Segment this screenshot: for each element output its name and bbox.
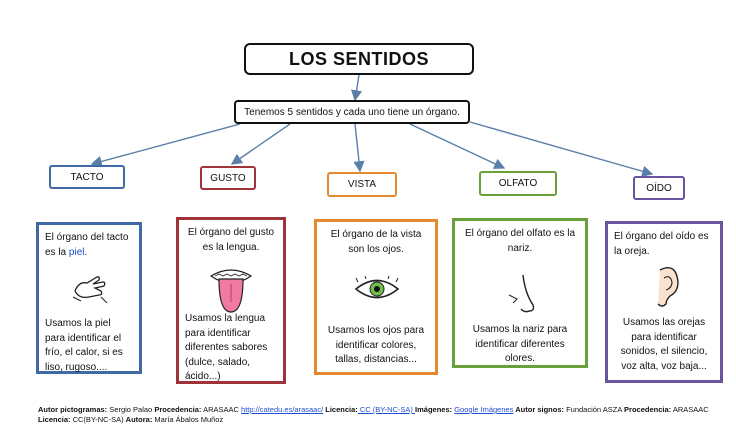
card-oido: El órgano del oído es la oreja. Usamos l… bbox=[605, 221, 723, 383]
ear-icon bbox=[657, 267, 679, 307]
organ-text-olfato: El órgano del olfato es la nariz. bbox=[464, 228, 576, 254]
usage-olfato: Usamos la nariz para identificar diferen… bbox=[472, 324, 568, 364]
card-vista: El órgano de la vista son los ojos. Usam… bbox=[314, 219, 438, 375]
arasaac-link[interactable]: http://catedu.es/arasaac/ bbox=[241, 405, 324, 414]
eye-icon bbox=[354, 276, 400, 299]
organ-text-gusto: El órgano del gusto es la lengua. bbox=[187, 227, 275, 253]
sense-label-tacto: TACTO bbox=[49, 165, 125, 189]
usage-oido: Usamos las orejas para identificar sonid… bbox=[620, 317, 708, 372]
highlight-piel: piel bbox=[68, 246, 85, 258]
organ-text-tacto: El órgano del tacto es la piel. bbox=[45, 232, 129, 258]
arrow-title-to-subtitle bbox=[351, 74, 363, 102]
card-olfato: El órgano del olfato es la nariz. Usamos… bbox=[452, 218, 588, 368]
sense-label-gusto: GUSTO bbox=[200, 166, 256, 190]
credits-line-2: Licencia: CC(BY-NC-SA) Autora: María Ába… bbox=[38, 415, 224, 425]
diagram-title: LOS SENTIDOS bbox=[244, 43, 474, 75]
arrow-to-tacto bbox=[90, 123, 241, 167]
card-tacto: El órgano del tacto es la piel. Usamos l… bbox=[36, 222, 142, 374]
sense-label-oido: OÍDO bbox=[633, 176, 685, 200]
sense-label-vista: VISTA bbox=[327, 172, 397, 197]
credits-line-1: Autor pictogramas: Sergio Palao Proceden… bbox=[38, 405, 709, 414]
license-link[interactable]: CC (BY-NC-SA) bbox=[357, 405, 416, 414]
sense-label-olfato: OLFATO bbox=[479, 171, 557, 196]
organ-text-oido: El órgano del oído es la oreja. bbox=[614, 231, 709, 257]
usage-vista: Usamos los ojos para identificar colores… bbox=[327, 325, 425, 365]
credits-footer: Autor pictogramas: Sergio Palao Proceden… bbox=[38, 405, 728, 425]
diagram-subtitle: Tenemos 5 sentidos y cada uno tiene un ó… bbox=[234, 100, 470, 124]
arrow-to-gusto bbox=[230, 123, 291, 165]
tongue-icon bbox=[209, 269, 253, 313]
hand-touch-icon bbox=[72, 276, 108, 304]
arrow-to-olfato bbox=[409, 123, 506, 169]
arrow-to-vista bbox=[353, 123, 365, 173]
card-gusto: El órgano del gusto es la lengua. Usamos… bbox=[176, 217, 286, 384]
nose-icon bbox=[508, 274, 535, 313]
google-images-link[interactable]: Google Imágenes bbox=[454, 405, 514, 414]
usage-gusto: Usamos la lengua para identificar difere… bbox=[185, 313, 268, 382]
organ-text-vista: El órgano de la vista son los ojos. bbox=[330, 229, 422, 255]
arrow-to-oido bbox=[469, 121, 654, 177]
usage-tacto: Usamos la piel para identificar el frío,… bbox=[45, 318, 123, 373]
